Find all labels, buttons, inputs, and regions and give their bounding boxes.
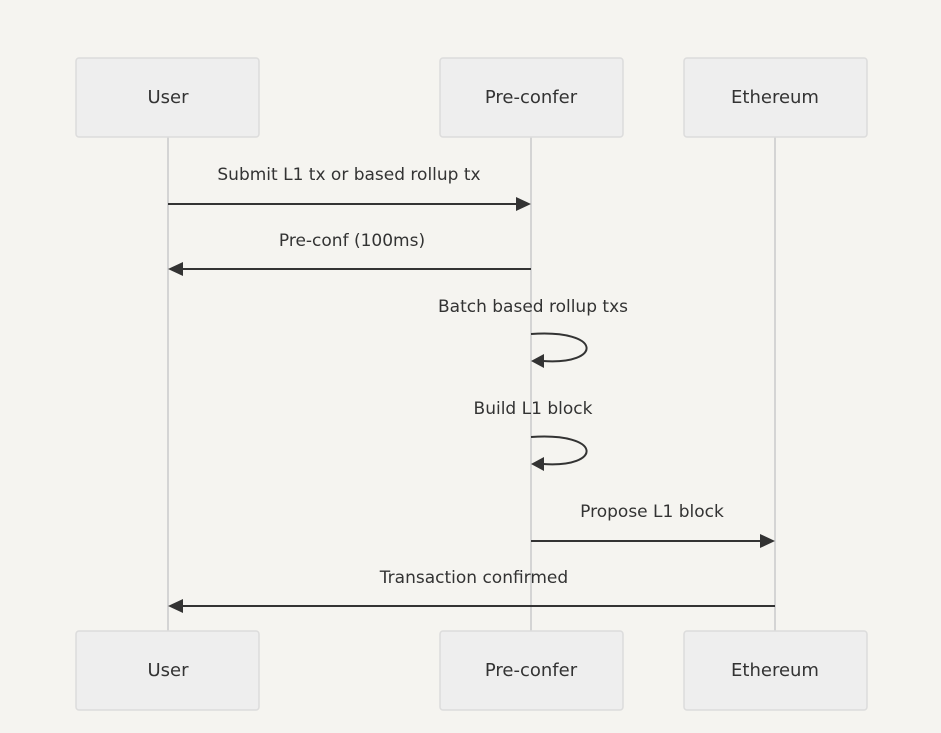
message-submit-tx: Submit L1 tx or based rollup tx [168,165,531,211]
arrowhead-right [760,534,775,548]
actor-user-top: User [75,57,260,138]
actor-preconfer-top: Pre-confer [439,57,624,138]
arrowhead-self [531,457,544,471]
actor-preconfer-bottom-label: Pre-confer [485,660,578,681]
actor-ethereum-top-label: Ethereum [731,87,819,108]
message-build-self: Build L1 block [474,399,593,471]
actor-preconfer-top-label: Pre-confer [485,87,578,108]
actor-ethereum-bottom: Ethereum [683,630,868,711]
message-propose-block-label: Propose L1 block [580,502,724,522]
message-propose-block: Propose L1 block [531,502,775,548]
message-preconf-label: Pre-conf (100ms) [279,231,425,251]
message-batch-self: Batch based rollup txs [438,297,628,368]
message-build-self-label: Build L1 block [474,399,593,419]
actor-user-bottom: User [75,630,260,711]
actor-user-top-label: User [147,87,189,108]
message-transaction-confirmed-label: Transaction confirmed [379,568,568,588]
message-batch-self-label: Batch based rollup txs [438,297,628,317]
message-submit-tx-label: Submit L1 tx or based rollup tx [217,165,480,185]
actor-ethereum-top: Ethereum [683,57,868,138]
actor-user-bottom-label: User [147,660,189,681]
arrowhead-left [168,262,183,276]
message-preconf: Pre-conf (100ms) [168,231,531,276]
message-transaction-confirmed: Transaction confirmed [168,568,775,613]
arrowhead-self [531,354,544,368]
actor-ethereum-bottom-label: Ethereum [731,660,819,681]
arrowhead-right [516,197,531,211]
arrowhead-left [168,599,183,613]
actor-preconfer-bottom: Pre-confer [439,630,624,711]
